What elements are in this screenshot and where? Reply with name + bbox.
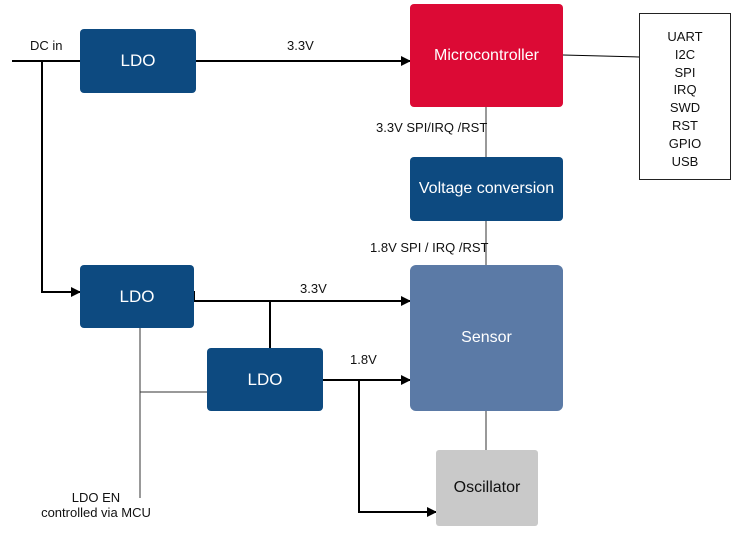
interface-uart: UART <box>667 29 703 44</box>
dc-branch-wire <box>41 61 81 297</box>
oscillator-block: Oscillator <box>436 450 538 526</box>
mcu-to-interfaces-wire <box>562 54 640 58</box>
interface-irq: IRQ <box>673 82 697 98</box>
v18-to-osc-wire <box>358 380 437 517</box>
ldo-top-block: LDO <box>80 29 196 93</box>
mcu-bus-label: 3.3V SPI/IRQ /RST <box>376 120 488 135</box>
interface-swd: SWD <box>669 100 701 116</box>
microcontroller-block: Microcontroller <box>410 4 563 107</box>
ldo-en-label-line1: LDO EN <box>71 490 121 505</box>
sensor-bus-label: 1.8V SPI / IRQ /RST <box>370 240 489 255</box>
sensor-block: Sensor <box>410 265 563 411</box>
interface-rst: RST <box>672 117 698 133</box>
ldo-en-label: LDO EN controlled via MCU <box>26 490 166 520</box>
interface-spi: SPI <box>674 64 696 80</box>
ldo-small-block: LDO <box>207 348 323 411</box>
voltage-conversion-block: Voltage conversion <box>410 157 563 221</box>
mid-3v3-label: 3.3V <box>300 281 327 296</box>
top-3v3-label: 3.3V <box>287 38 314 53</box>
interface-i2c: I2C <box>674 46 696 62</box>
ldo-en-label-line2: controlled via MCU <box>41 505 151 520</box>
interface-usb: USB <box>671 153 699 169</box>
ldo-middle-block: LDO <box>80 265 194 328</box>
v18-label: 1.8V <box>350 352 377 367</box>
interface-list-box: UART I2C SPI IRQ SWD RST GPIO USB <box>639 13 731 180</box>
dc-in-label: DC in <box>30 38 63 53</box>
interface-gpio: GPIO <box>668 135 702 151</box>
ldo-mid-to-sensor-wire <box>193 291 411 306</box>
